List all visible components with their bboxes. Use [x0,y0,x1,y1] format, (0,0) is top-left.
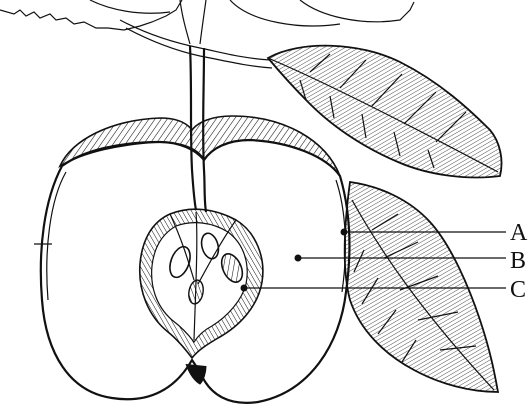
apple-core [140,209,263,358]
lower-right-leaf [345,182,498,392]
top-right-leaf [230,0,414,26]
branch [120,0,272,68]
pointer-dot-a [341,229,348,236]
pointer-dot-c [241,285,248,292]
label-c: C [510,277,526,303]
label-b: B [510,248,526,274]
pointer-dot-b [295,255,302,262]
top-left-leaf [0,0,182,30]
labels: A B C [506,212,531,303]
label-a: A [510,220,528,246]
upper-right-leaf [268,46,502,178]
